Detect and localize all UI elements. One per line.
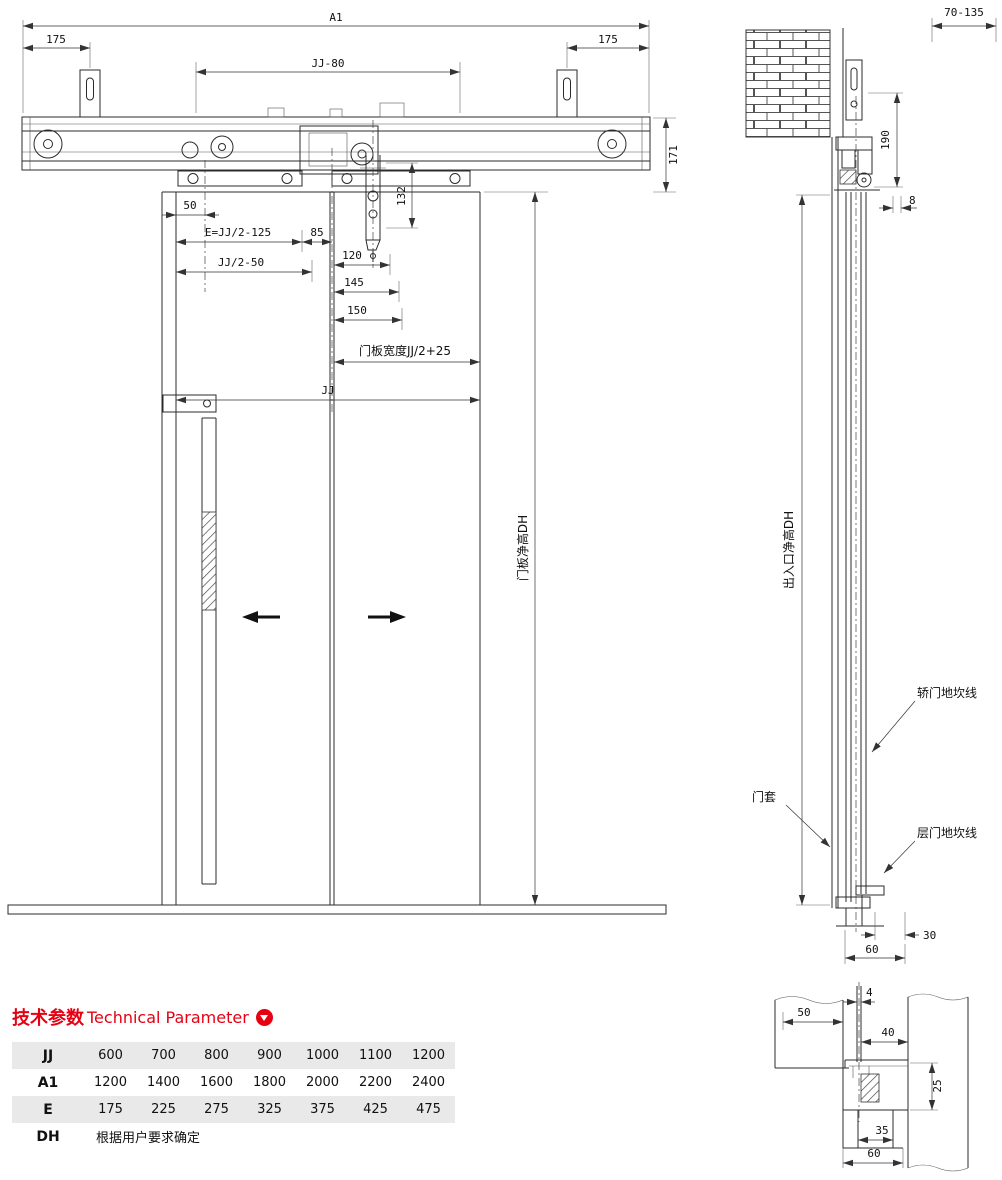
shaft-wall-brick [745, 29, 831, 138]
sill-detail-geometry [774, 982, 969, 1172]
dim-60-side: 60 [865, 943, 878, 956]
dim-panel-width: 门板宽度JJ/2+25 [359, 343, 451, 358]
door-coupler [360, 120, 386, 268]
dim-175-right: 175 [598, 33, 618, 46]
dim-35: 35 [875, 1124, 888, 1137]
sill-side [835, 885, 885, 927]
download-marker-icon [255, 1008, 273, 1026]
table-row-jj: JJ 600 700 800 900 1000 1100 1200 [12, 1042, 455, 1069]
safety-edge-strip [162, 394, 217, 885]
front-dimensions: A1 175 175 JJ-80 171 50 [22, 11, 680, 905]
door-operator-assembly [21, 69, 651, 268]
dim-30: 30 [923, 929, 936, 942]
sill-detail-view: 4 50 40 25 35 60 [774, 982, 969, 1172]
side-view: 70-135 190 8 出入口净高DH 轿门地坎线 门套 层门地坎线 [745, 6, 997, 964]
dim-145: 145 [344, 276, 364, 289]
row-label: DH [36, 1128, 60, 1145]
dim-8: 8 [909, 194, 916, 207]
table-row-e: E 175 225 275 325 375 425 475 [12, 1096, 455, 1123]
dim-175-left: 175 [46, 33, 66, 46]
dim-150: 150 [347, 304, 367, 317]
label-landing-sill-line: 层门地坎线 [917, 825, 977, 840]
floor-line [7, 904, 667, 915]
label-car-sill-line: 轿门地坎线 [917, 685, 977, 700]
dim-panel-height: 门板净高DH [515, 515, 530, 581]
dim-4: 4 [866, 986, 873, 999]
row-label: A1 [37, 1074, 59, 1091]
side-dimensions: 70-135 190 8 出入口净高DH 轿门地坎线 门套 层门地坎线 [752, 6, 997, 964]
dim-jj2-50: JJ/2-50 [218, 256, 264, 269]
table-row-dh: DH 根据用户要求确定 [12, 1123, 455, 1150]
door-direction-arrows [242, 611, 406, 623]
dim-a1: A1 [329, 11, 342, 24]
dim-wall-range: 70-135 [944, 6, 984, 19]
dim-50: 50 [183, 199, 196, 212]
technical-parameter-title: 技术参数 Technical Parameter [12, 1004, 273, 1030]
dim-120: 120 [342, 249, 362, 262]
mounting-bracket-left [79, 69, 101, 118]
dim-60-detail: 60 [867, 1147, 880, 1160]
front-view: A1 175 175 JJ-80 171 50 [7, 11, 680, 915]
door-panels [161, 148, 481, 905]
title-cn: 技术参数 [12, 1008, 84, 1029]
dim-132: 132 [395, 186, 408, 206]
dim-190: 190 [879, 130, 892, 150]
dim-25: 25 [931, 1079, 944, 1092]
mounting-bracket-right [556, 69, 578, 118]
dim-50-detail: 50 [797, 1006, 810, 1019]
row-label: JJ [42, 1047, 54, 1064]
door-panels-side [831, 96, 867, 932]
dim-entrance-height: 出入口净高DH [781, 511, 796, 589]
dim-jj: JJ [321, 384, 334, 397]
hatched-strip [201, 511, 217, 611]
dim-40: 40 [881, 1026, 894, 1039]
dim-85: 85 [310, 226, 323, 239]
dim-e: E=JJ/2-125 [205, 226, 271, 239]
sill-detail-dimensions: 4 50 40 25 35 60 [782, 986, 944, 1167]
header-side-assembly [834, 28, 880, 191]
row-label: E [43, 1101, 53, 1118]
arrow-left-icon [242, 611, 258, 623]
dim-jj-80: JJ-80 [311, 57, 344, 70]
arrow-right-icon [390, 611, 406, 623]
table-row-a1: A1 1200 1400 1600 1800 2000 2200 2400 [12, 1069, 455, 1096]
label-door-jamb: 门套 [752, 789, 776, 804]
dim-171: 171 [667, 145, 680, 165]
parameter-table: JJ 600 700 800 900 1000 1100 1200 A1 120… [12, 1042, 455, 1150]
title-en: Technical Parameter [87, 1007, 249, 1027]
